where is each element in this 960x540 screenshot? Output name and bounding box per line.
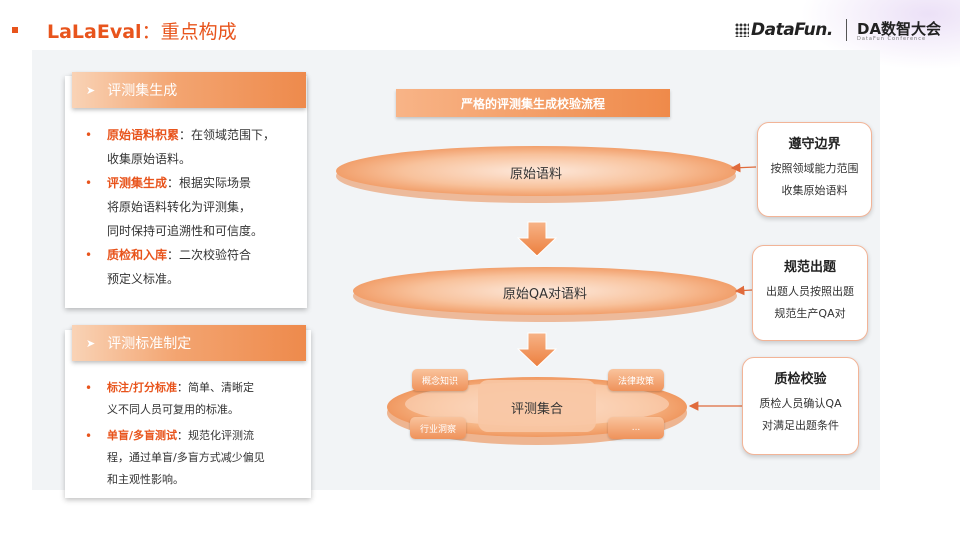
panel-eval-standard-heading: ➤ 评测标准制定 [72,325,306,361]
side-box-boundary: 遵守边界 按照领域能力范围 收集原始语料 [757,122,872,217]
side-box-line: 规范生产QA对 [774,307,846,320]
tag-concept-knowledge: 概念知识 [412,369,468,391]
tag-industry-insight: 行业洞察 [410,417,466,439]
list-item: 评测集生成：根据实际场景 将原始语料转化为评测集， 同时保持可追溯性和可信度。 [65,171,307,243]
side-box-line: 质检人员确认QA [759,397,842,410]
list-item-text: 收集原始语料。 [107,152,192,166]
side-box-line: 收集原始语料 [781,184,848,197]
title-bullet [12,27,18,33]
stage-3-label: 评测集合 [510,401,563,417]
list-item-bold: 质检和入库 [107,248,168,262]
stage-1-ellipse [336,146,736,203]
list-item-text: 和主观性影响。 [107,473,184,486]
list-item-text: 同时保持可追溯性和可信度。 [107,224,264,238]
stage-2-ellipse [353,267,737,322]
side-box-line: 出题人员按照出题 [766,285,854,298]
side-box-title: 遵守边界 [788,137,841,152]
side-box-question-spec: 规范出题 出题人员按照出题 规范生产QA对 [752,245,868,341]
panel-heading-text: 评测集生成 [107,83,178,99]
list-item-bold: 原始语料积累 [107,128,180,142]
list-item: 原始语料积累：在领域范围下， 收集原始语料。 [65,123,307,171]
side-box-title: 规范出题 [783,260,836,275]
side-box-line: 对满足出题条件 [762,419,839,432]
flow-title: 严格的评测集生成校验流程 [396,89,670,117]
da-logo-subtitle: DataFun Conference [857,36,927,42]
page-title-sub: ：重点构成 [141,21,237,43]
list-item-text: ：根据实际场景 [167,176,252,190]
side-box-line: 按照领域能力范围 [770,162,859,175]
connector-arrow-1 [730,162,757,173]
datafun-logo: DataFun. [735,20,833,40]
down-arrow-icon [516,221,558,257]
list-item-text: ：简单、清晰定 [177,381,255,394]
list-item-bold: 标注/打分标准 [107,381,178,394]
list-item-text: 义不同人员可复用的标准。 [107,403,239,416]
connector-arrow-2 [734,285,753,296]
list-item-text: 将原始语料转化为评测集， [107,200,252,214]
down-arrow-icon [516,332,558,368]
list-item-bold: 评测集生成 [107,176,168,190]
da-logo: DA数智大会 [857,20,942,38]
datafun-logo-text: DataFun. [751,20,833,40]
list-item: 标注/打分标准：简单、清晰定 义不同人员可复用的标准。 [65,377,311,421]
side-box-quality-check: 质检校验 质检人员确认QA 对满足出题条件 [742,357,859,455]
list-item-text: 预定义标准。 [107,272,180,286]
datafun-dots-icon [735,23,749,37]
tag-more: ... [608,417,664,439]
panel-eval-set-generation-body: 原始语料积累：在领域范围下， 收集原始语料。 评测集生成：根据实际场景 将原始语… [65,123,307,291]
stage-2-label: 原始QA对语料 [502,286,588,302]
arrow-right-icon: ➤ [86,83,96,97]
list-item-bold: 单盲/多盲测试 [107,429,178,442]
list-item-text: ：二次校验符合 [167,248,252,262]
tag-law-policy: 法律政策 [608,369,664,391]
panel-eval-standard-body: 标注/打分标准：简单、清晰定 义不同人员可复用的标准。 单盲/多盲测试：规范化评… [65,377,311,491]
list-item: 质检和入库：二次校验符合 预定义标准。 [65,243,307,291]
logo-divider [846,19,847,41]
list-item-text: ：规范化评测流 [177,429,255,442]
page-title-main: LaLaEval [47,21,142,43]
list-item-text: 程，通过单盲/多盲方式减少偏见 [107,451,265,464]
list-item: 单盲/多盲测试：规范化评测流 程，通过单盲/多盲方式减少偏见 和主观性影响。 [65,425,311,491]
stage-1-label: 原始语料 [509,166,562,182]
arrow-right-icon: ➤ [86,336,96,350]
page-title: LaLaEval：重点构成 [47,17,237,44]
side-box-title: 质检校验 [774,372,827,387]
panel-eval-set-generation-heading: ➤ 评测集生成 [72,72,306,108]
list-item-text: ：在领域范围下， [179,128,276,142]
panel-heading-text: 评测标准制定 [107,336,192,352]
